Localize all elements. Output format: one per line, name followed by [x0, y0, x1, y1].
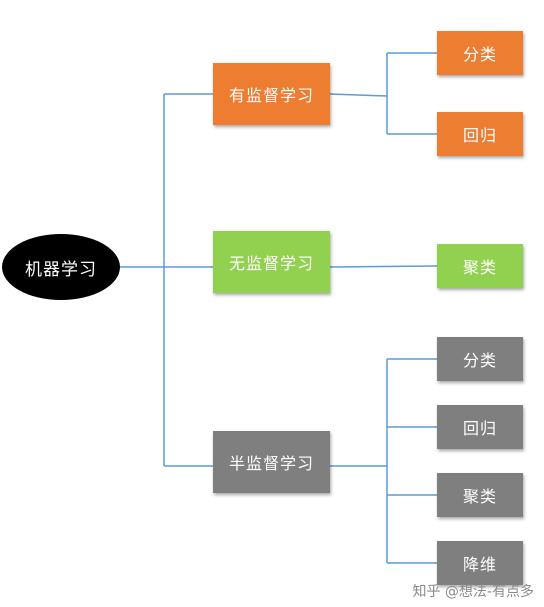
connector-branch2-leaf1	[329, 265, 438, 268]
root-node: 机器学习	[2, 234, 120, 300]
branch-node-supervised: 有监督学习	[213, 63, 330, 125]
leaf-node: 降维	[437, 541, 523, 585]
branch-node-unsupervised: 无监督学习	[213, 231, 330, 293]
connector-branch1-out	[329, 93, 388, 97]
leaf-node: 回归	[437, 112, 523, 156]
leaf-node: 分类	[437, 337, 523, 381]
watermark: 知乎 @想法-有点多	[412, 584, 534, 600]
leaf-node: 分类	[437, 31, 523, 75]
leaf-node: 聚类	[437, 244, 523, 288]
branch-node-semisupervised: 半监督学习	[213, 431, 330, 493]
leaf-node: 聚类	[437, 473, 523, 517]
leaf-node: 回归	[437, 405, 523, 449]
